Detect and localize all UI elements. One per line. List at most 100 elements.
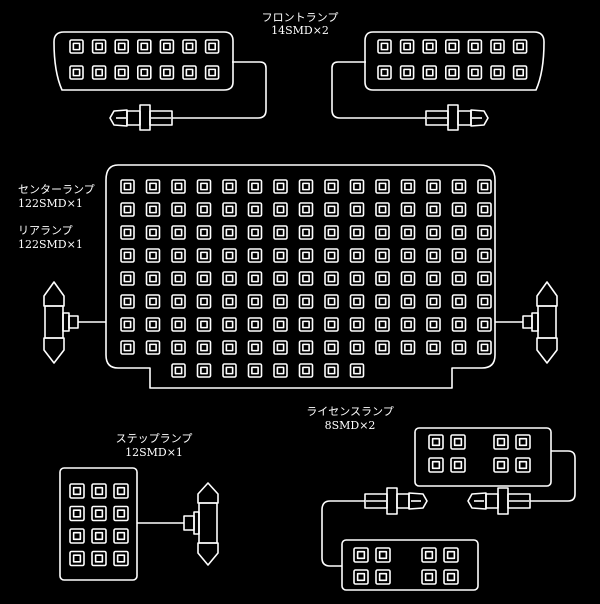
license-lamp-top [414,427,576,515]
smd-led-chip-inner [480,297,489,306]
smd-led-chip-inner [200,343,208,352]
smd-led-chip [477,225,492,240]
smd-led-chip-inner [302,205,310,214]
smd-led-chip-inner [353,228,361,237]
front-lamp-right [331,31,545,131]
smd-led-chip [222,294,237,309]
smd-led-chip [145,340,161,355]
smd-led-chip-inner [429,228,438,237]
smd-led-chip [145,317,161,332]
smd-led-chip [477,340,492,355]
smd-led-chip [159,39,175,54]
smd-led-chip-inner [403,68,412,77]
smd-led-chip-inner [404,343,412,352]
smd-led-chip-inner [378,228,387,237]
smd-led-chip [375,547,391,563]
smd-led-chip [400,225,416,240]
smd-led-chip [375,248,390,263]
smd-led-chip [91,528,107,544]
smd-led-chip-inner [185,68,194,77]
smd-led-chip-inner [251,251,259,260]
smd-led-chip [113,528,129,544]
smd-led-chip-inner [200,182,208,191]
smd-led-chip-inner [480,320,489,329]
smd-led-chip-inner [353,251,361,260]
smd-led-chip-inner [404,297,412,306]
smd-led-chip [247,225,263,240]
smd-led-chip-inner [95,42,104,51]
smd-led-chip-inner [117,42,126,51]
smd-led-chip [444,65,460,80]
smd-led-chip-inner [123,343,132,352]
smd-led-chip-inner [327,251,336,260]
smd-led-chip [120,271,135,286]
smd-led-chip-inner [149,297,157,306]
smd-led-chip [222,271,237,286]
center-lamp-spec: 122SMD×1 [18,197,83,210]
smd-led-chip-inner [302,274,310,283]
smd-led-chip-inner [404,274,412,283]
smd-led-chip-inner [516,68,525,77]
smd-led-chip [171,248,186,263]
smd-led-chip [400,179,416,194]
smd-led-chip [273,363,288,378]
smd-led-chip-inner [404,228,412,237]
smd-led-chip [298,363,314,378]
smd-led-chip-inner [353,182,361,191]
center-lamp-right-festoon [495,281,558,364]
smd-led-chip [400,294,416,309]
smd-led-chip [247,248,263,263]
smd-led-chip-inner [149,320,157,329]
smd-led-chip [120,179,135,194]
smd-led-chip [490,65,505,80]
license-lamp-bottom-leds [353,547,459,585]
front-lamp-left-wire [172,61,267,119]
smd-led-chip-inner [429,251,438,260]
smd-led-chip-inner [327,297,336,306]
smd-led-chip [324,363,339,378]
smd-led-chip [204,39,220,54]
smd-led-chip-inner [117,68,126,77]
smd-led-chip [324,271,339,286]
smd-led-chip-inner [72,68,81,77]
smd-led-chip-inner [72,531,82,541]
smd-led-chip-inner [425,68,434,77]
smd-led-chip-inner [302,366,310,375]
smd-led-chip-inner [493,68,502,77]
smd-led-chip-inner [200,274,208,283]
license-lamp-bottom-wedge-socket [364,487,428,515]
smd-led-chip [222,202,237,217]
step-lamp [59,467,219,581]
smd-led-chip-inner [200,320,208,329]
smd-led-chip-inner [174,228,183,237]
smd-led-chip-inner [225,182,234,191]
center-rear-lamp-leds [120,179,492,378]
smd-led-chip [324,225,339,240]
smd-led-chip [375,179,390,194]
smd-led-chip [443,569,459,585]
rear-lamp-spec: 122SMD×1 [18,238,83,251]
smd-led-chip [298,202,314,217]
smd-led-chip [120,317,135,332]
smd-led-chip-inner [251,297,259,306]
smd-led-chip [349,202,365,217]
smd-led-chip [182,39,197,54]
smd-led-chip [426,202,441,217]
smd-led-chip-inner [380,68,389,77]
step-lamp-spec: 12SMD×1 [125,446,183,459]
smd-led-chip-inner [480,343,489,352]
smd-led-chip [247,179,263,194]
smd-led-chip-inner [123,228,132,237]
smd-led-chip-inner [353,274,361,283]
smd-led-chip [450,434,466,450]
smd-led-chip [477,294,492,309]
smd-led-chip-inner [174,297,183,306]
smd-led-chip-inner [140,68,149,77]
smd-led-chip [196,248,212,263]
smd-led-chip [298,317,314,332]
smd-led-chip [467,39,483,54]
smd-led-chip-inner [116,554,126,563]
smd-led-chip-inner [429,297,438,306]
smd-led-chip [273,317,288,332]
